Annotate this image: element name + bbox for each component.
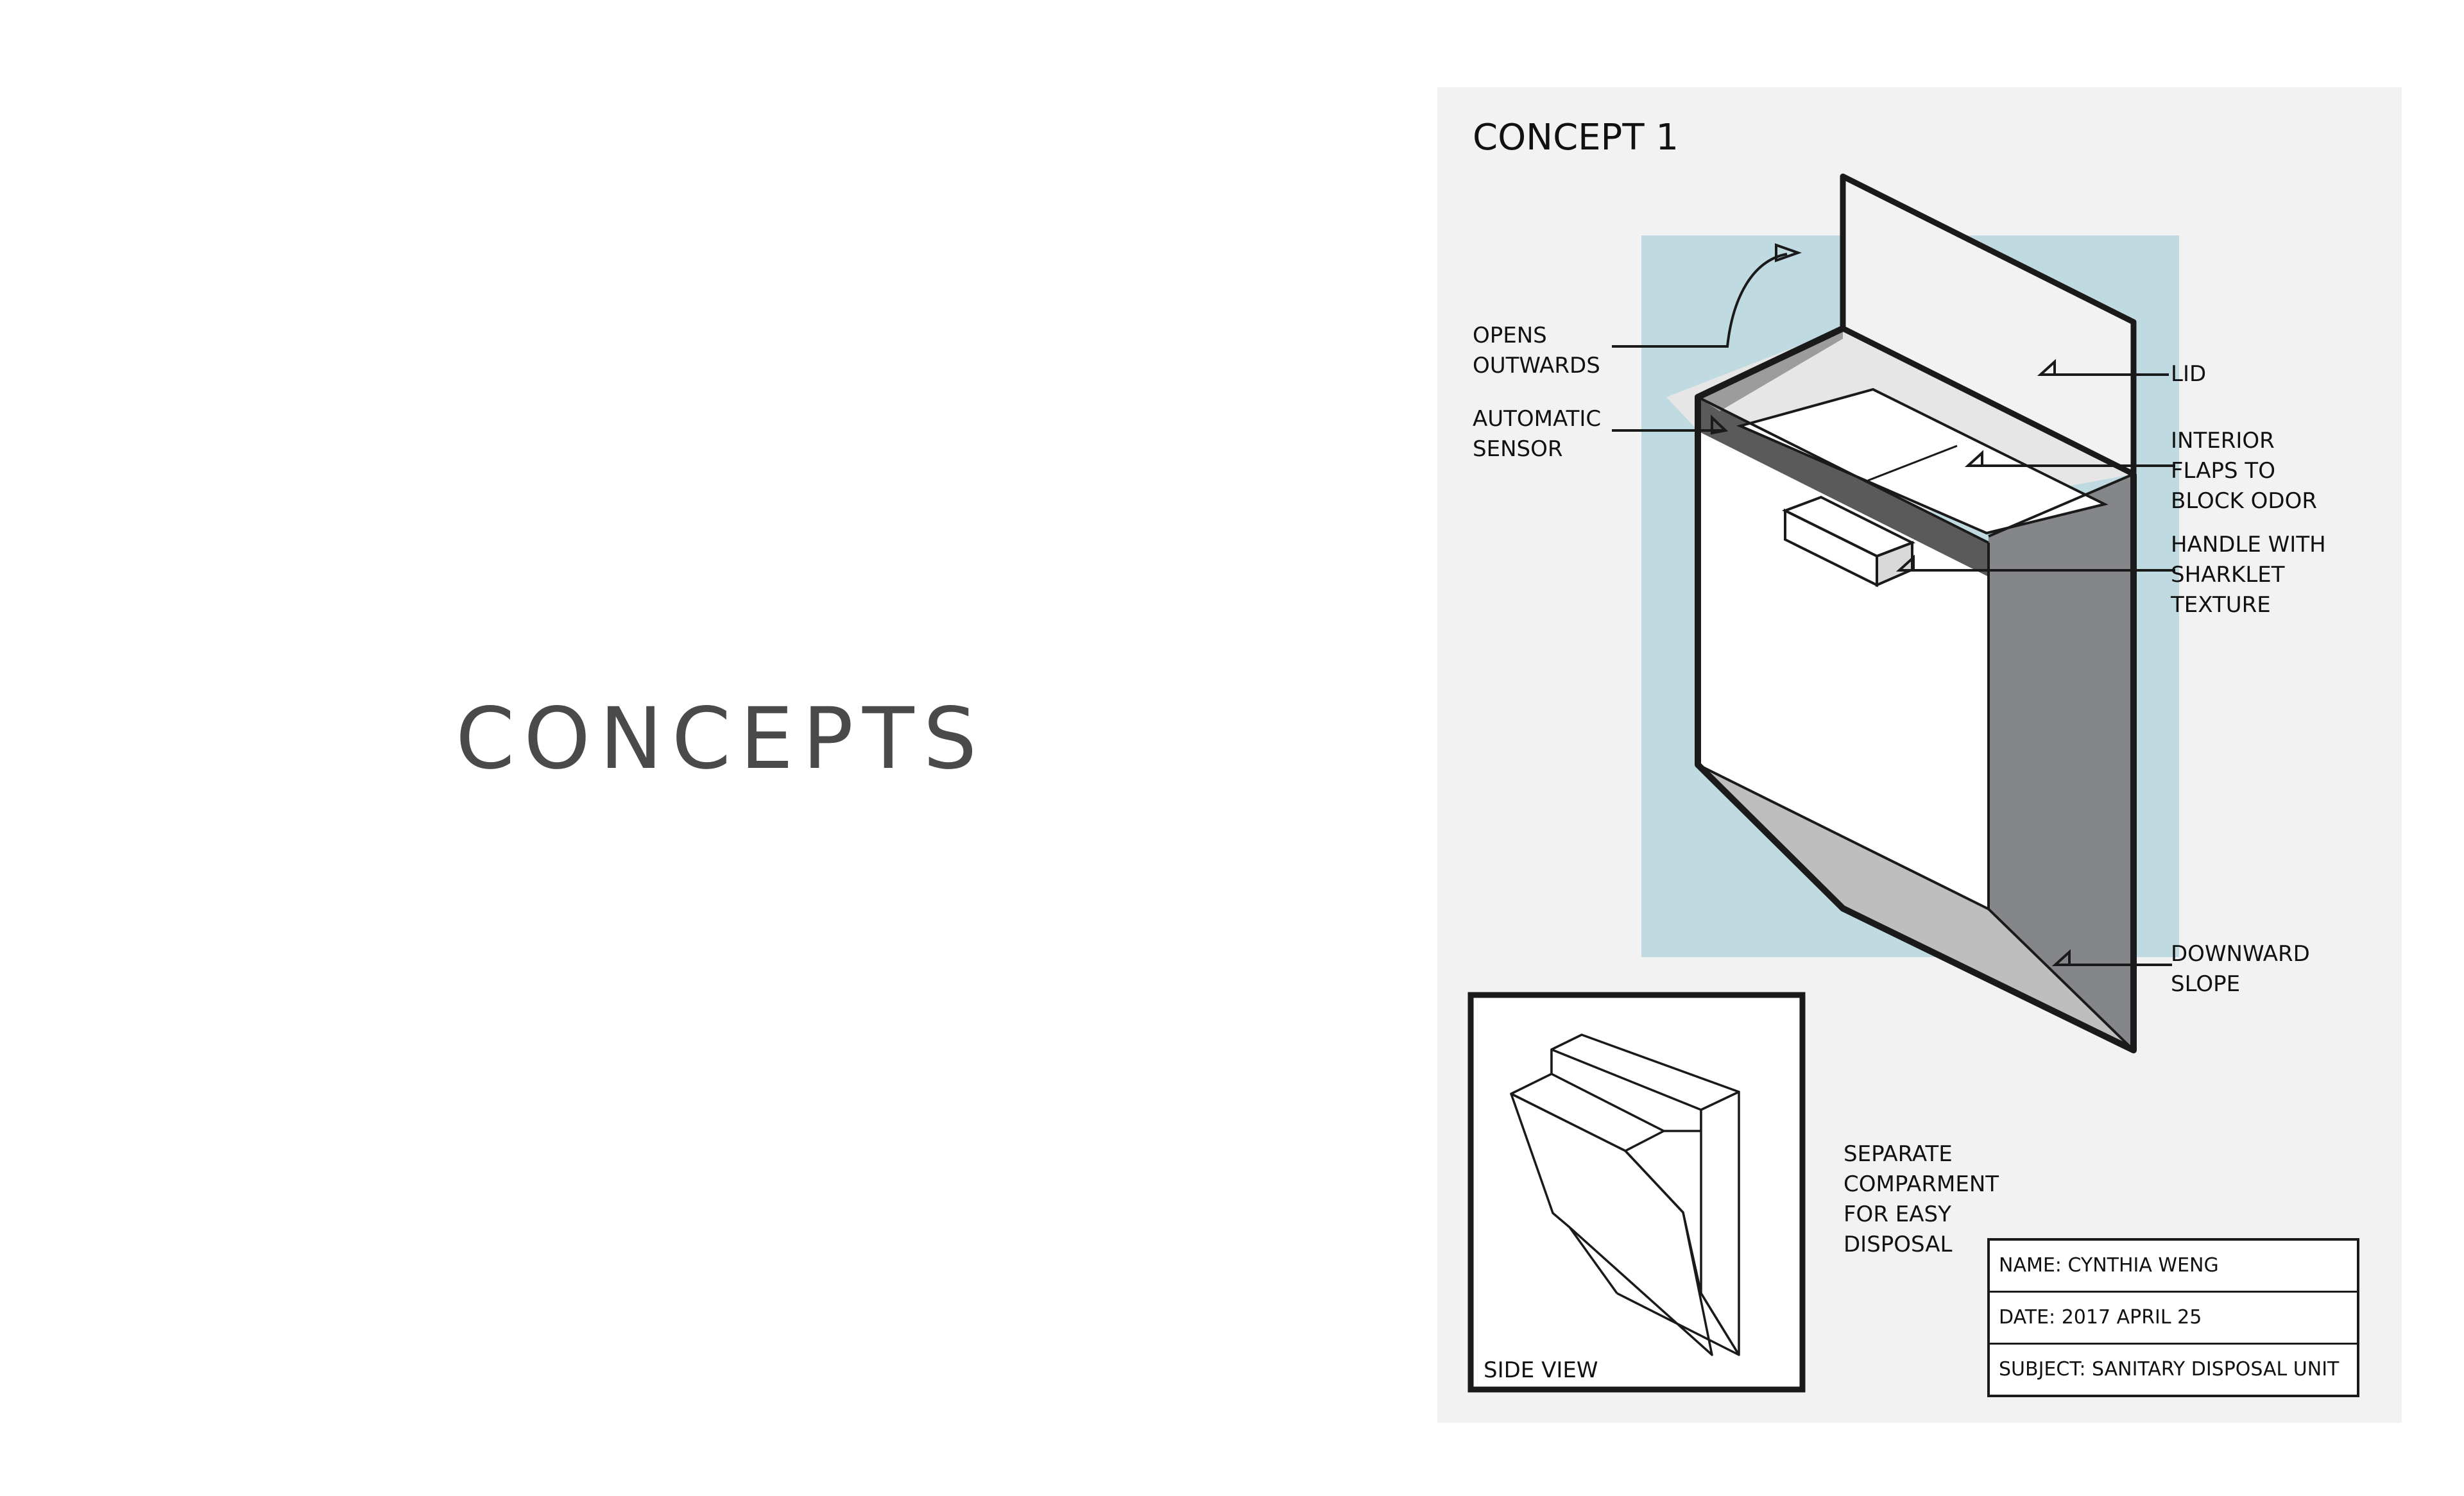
callout-handle: HANDLE WITH SHARKLET TEXTURE [2171,532,2326,618]
concept-panel: CONCEPT 1 [1437,87,2402,1423]
callout-interior-flaps: INTERIOR FLAPS TO BLOCK ODOR [2171,428,2317,514]
callout-opens-outwards: OPENS OUTWARDS [1473,323,1600,378]
title-block: NAME: CYNTHIA WENG DATE: 2017 APRIL 25 S… [1987,1238,2359,1397]
page-heading: CONCEPTS [456,690,986,788]
front-rim [1698,397,1989,577]
concept-drawing [1467,173,2179,1393]
concept-title: CONCEPT 1 [1473,117,1679,158]
side-view-label: SIDE VIEW [1484,1357,1598,1383]
title-block-name: NAME: CYNTHIA WENG [1990,1241,2357,1293]
title-block-subject: SUBJECT: SANITARY DISPOSAL UNIT [1999,1358,2340,1381]
handle-bar [1781,495,1915,588]
right-side-face [1989,474,2134,1050]
callout-automatic-sensor: AUTOMATIC SENSOR [1473,406,1602,462]
callout-downward-slope: DOWNWARD SLOPE [2171,941,2310,997]
title-block-date: DATE: 2017 APRIL 25 [1990,1293,2357,1345]
body-outline [1695,325,2137,1053]
side-view-drawing [1510,1033,1740,1356]
bottom-slope-face [1698,765,2134,1050]
interior-flaps [1736,387,2109,535]
callout-separate-compartment: SEPARATE COMPARMENT FOR EASY DISPOSAL [1844,1141,1999,1257]
callout-lid: LID [2171,361,2207,387]
opens-outwards-arrow [1612,253,1788,348]
